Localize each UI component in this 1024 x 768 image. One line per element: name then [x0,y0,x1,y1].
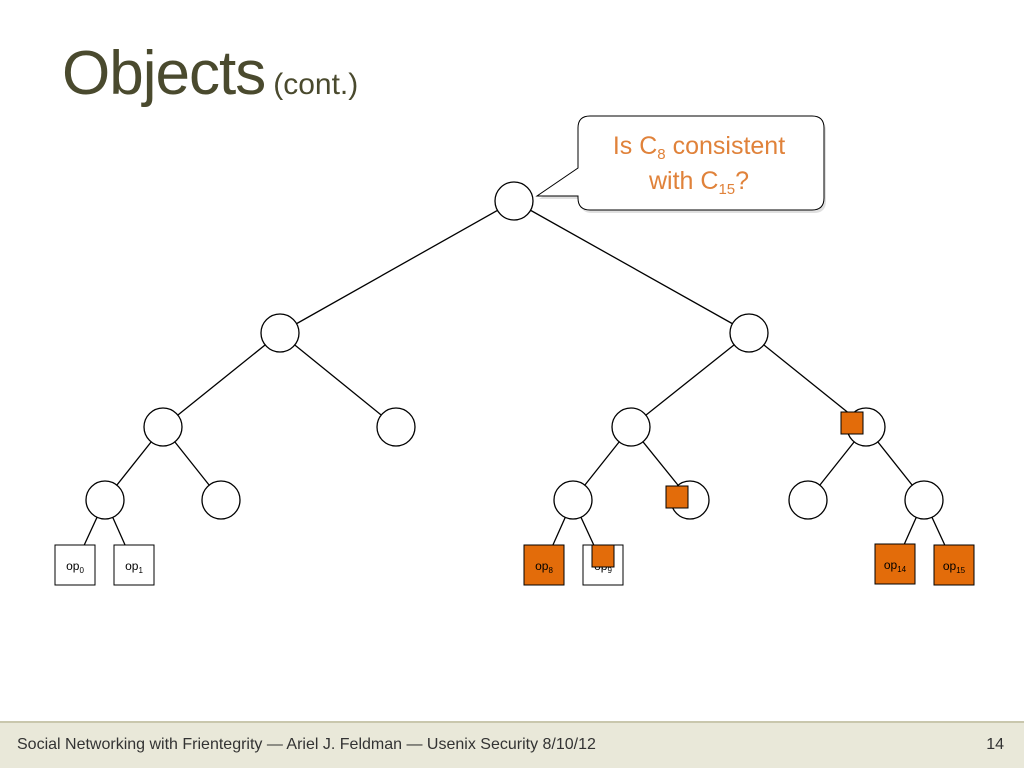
footer-text: Social Networking with Frientegrity — Ar… [17,736,596,753]
hash-marker [665,485,689,509]
leaf-label: op8 [535,559,553,575]
leaf-label: op15 [943,559,966,575]
edge [630,332,750,428]
leaf-op: op0 [54,544,96,586]
tree-node [904,480,944,520]
leaf-box [113,544,155,586]
callout-shape [535,115,825,211]
leaf-ops: op0 op1 op8 op9 op14 op15 [54,543,975,586]
hash-marker [591,544,615,568]
edge [279,332,397,428]
hash-marker [840,411,864,435]
slide-title-main: Objects [62,39,266,108]
leaf-box-highlighted [933,544,975,586]
tree-node [260,313,300,353]
leaf-op-highlighted: op14 [874,543,916,585]
leaf-box-highlighted [523,544,565,586]
tree-node [376,407,416,447]
callout-line-2: with C15? [648,167,749,198]
leaf-op: op1 [113,544,155,586]
leaf-op-highlighted: op15 [933,544,975,586]
tree-node [201,480,241,520]
tree-node [553,480,593,520]
tree-node [611,407,651,447]
page-number: 14 [986,736,1004,753]
leaf-box-highlighted [874,543,916,585]
hash-markers [591,411,864,568]
leaf-label: op0 [66,559,84,575]
leaf-label: op14 [884,558,907,574]
slide-title-sub: (cont.) [273,68,359,101]
tree-node [85,480,125,520]
edge [279,200,515,334]
edge [513,200,750,334]
slide-title: Objects(cont.) [62,38,358,109]
tree-nodes [85,181,944,520]
leaf-op-highlighted: op8 [523,544,565,586]
tree-node [729,313,769,353]
callout-line-1: Is C8 consistent [613,132,785,163]
slide-footer: Social Networking with Frientegrity — Ar… [0,721,1024,768]
root-node [494,181,534,221]
callout-bubble: Is C8 consistent with C15? [535,115,826,213]
edge [162,332,281,428]
leaf-box [54,544,96,586]
edge [748,332,867,428]
tree-node [143,407,183,447]
tree-node [788,480,828,520]
leaf-label: op1 [125,559,143,575]
